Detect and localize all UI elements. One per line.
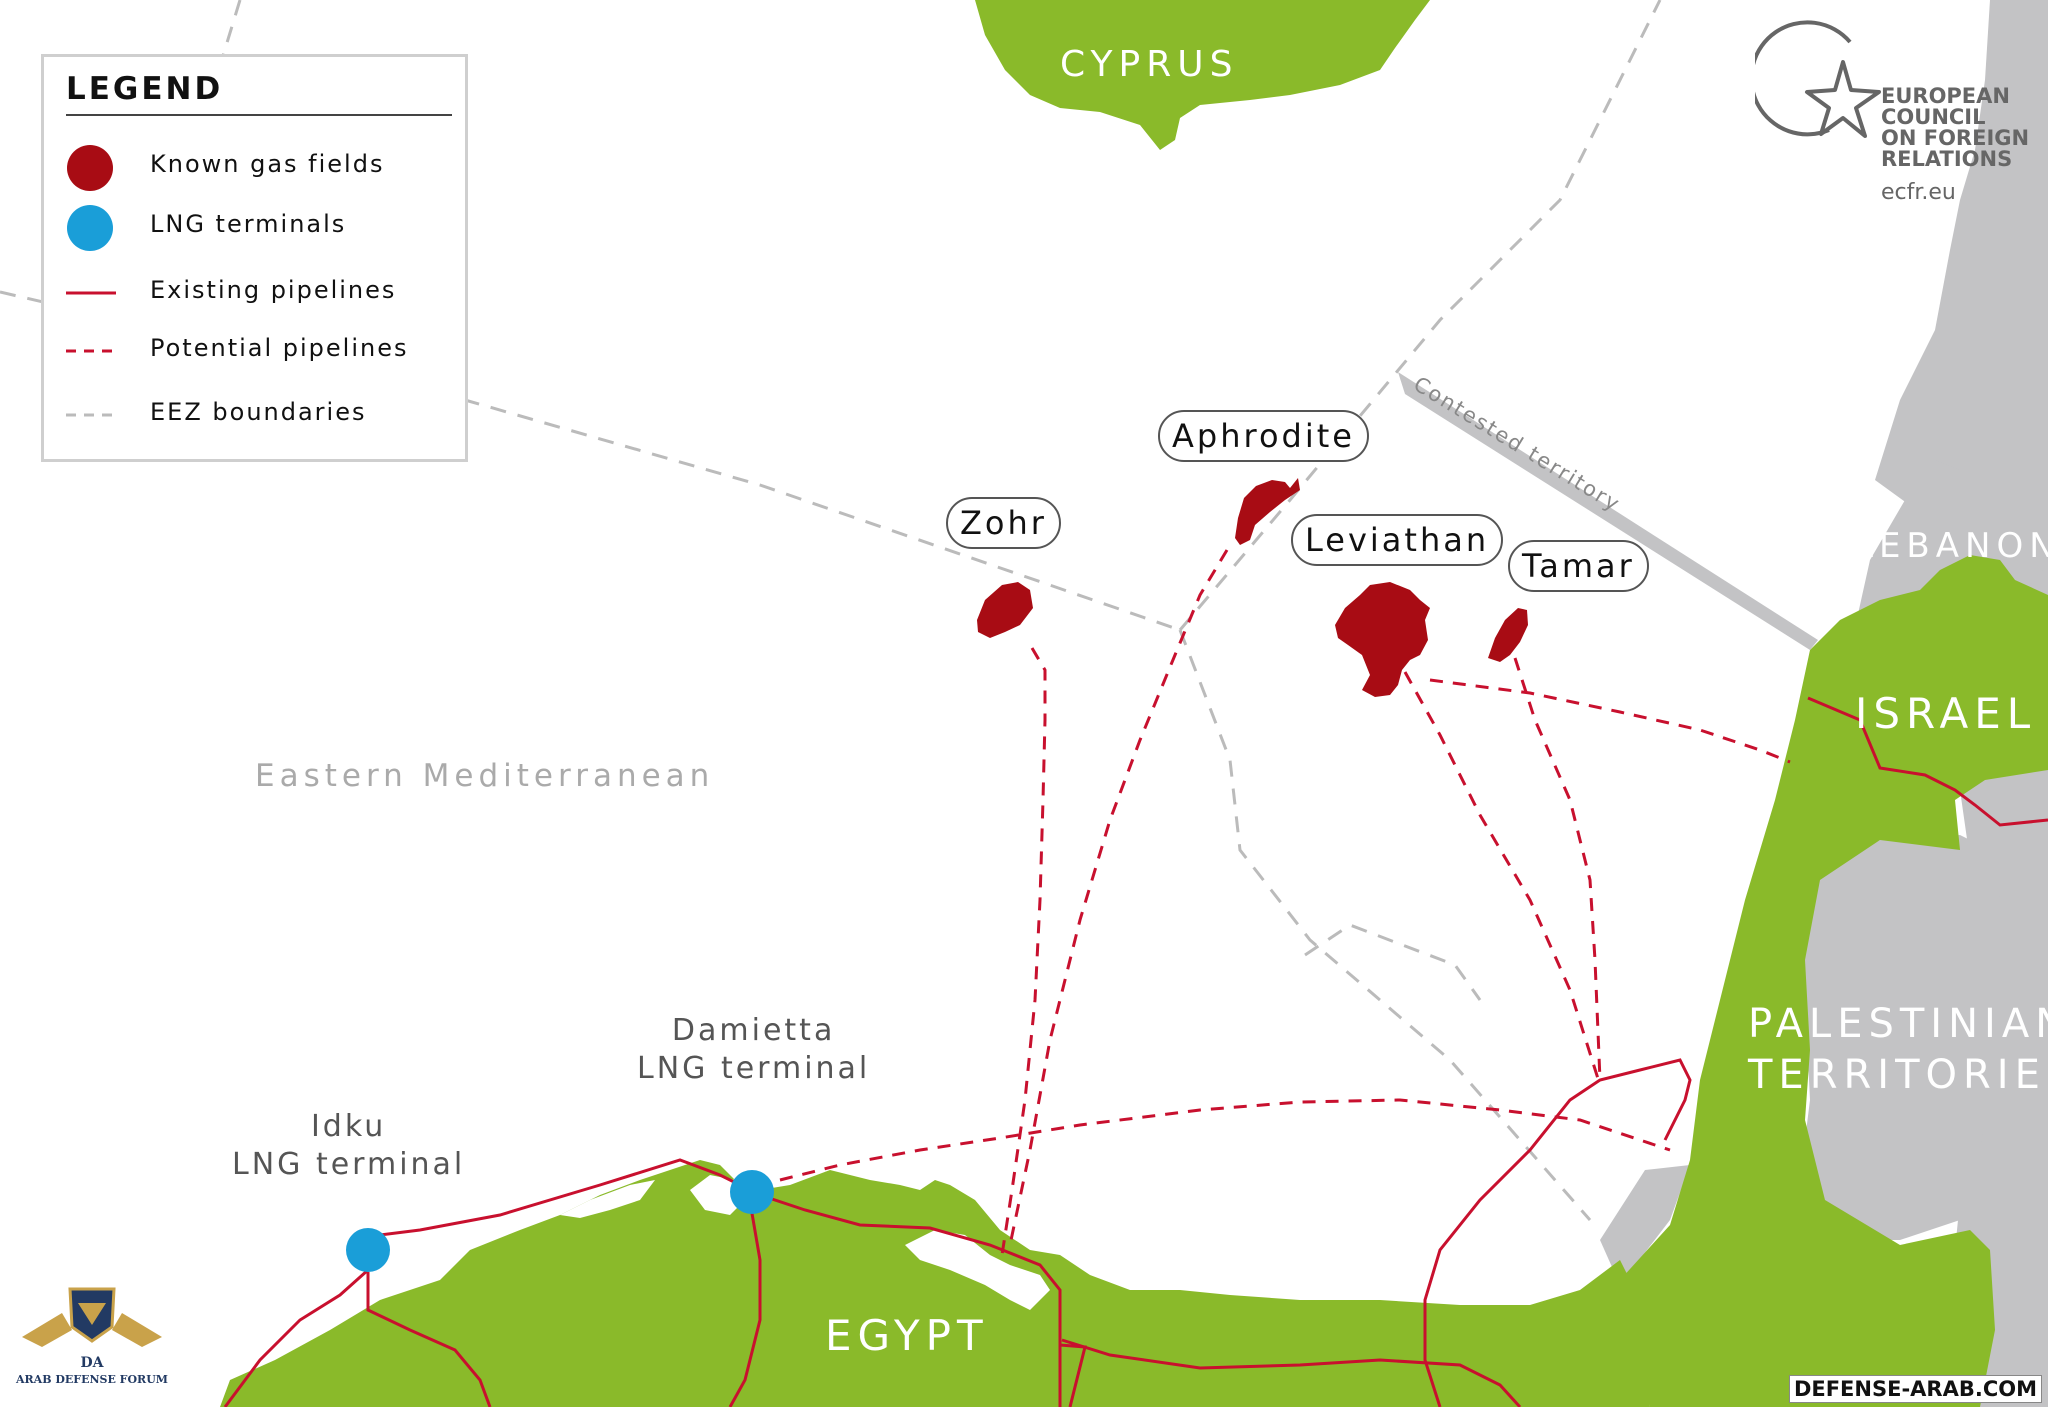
neighbor-land-gaza: [1600, 1165, 1690, 1285]
sea-label: Eastern Mediterranean: [255, 758, 715, 794]
ecfr-logo: EUROPEAN COUNCIL ON FOREIGN RELATIONS ec…: [1755, 12, 2029, 205]
legend-divider: [66, 114, 452, 116]
solid-line-icon: [66, 291, 116, 295]
label-contested: Contested territory: [1409, 372, 1625, 517]
legend-item-label: Known gas fields: [150, 150, 385, 178]
label-lebanon: LEBANON: [1854, 526, 2048, 566]
ecfr-star-icon: [1755, 20, 1881, 138]
legend: LEGEND Known gas fields LNG terminals Ex…: [41, 54, 468, 462]
land-egypt: [220, 1160, 1650, 1407]
label-cyprus: CYPRUS: [1060, 44, 1238, 85]
legend-item-gas-fields: Known gas fields: [44, 142, 465, 192]
legend-item-eez: EEZ boundaries: [44, 390, 465, 440]
gas-field-tamar: [1488, 608, 1528, 662]
lake-manzala: [905, 1230, 1050, 1310]
legend-title: LEGEND: [66, 71, 224, 107]
label-egypt: EGYPT: [825, 1311, 989, 1360]
svg-text:ARAB DEFENSE FORUM: ARAB DEFENSE FORUM: [15, 1373, 168, 1386]
legend-item-potential: Potential pipelines: [44, 326, 465, 376]
svg-text:DA: DA: [80, 1355, 104, 1371]
ecfr-name: EUROPEAN COUNCIL ON FOREIGN RELATIONS: [1881, 84, 2030, 171]
arab-defense-forum-logo-icon: DA ARAB DEFENSE FORUM: [15, 1287, 168, 1386]
terminal-label-damietta: Damietta LNG terminal: [637, 1012, 870, 1088]
dashed-line-icon: [66, 349, 116, 353]
existing-pipelines: [223, 696, 2048, 1407]
terminal-type: LNG terminal: [637, 1051, 871, 1086]
terminal-name: Damietta: [671, 1013, 836, 1048]
ecfr-url: ecfr.eu: [1881, 180, 1956, 205]
gas-field-symbol-icon: [66, 142, 116, 192]
terminal-name: Idku: [310, 1109, 387, 1144]
watermark-site: DEFENSE-ARAB.COM: [1788, 1375, 2042, 1403]
terminal-type: LNG terminal: [232, 1147, 466, 1182]
terminal-label-idku: Idku LNG terminal: [232, 1108, 465, 1184]
label-israel: ISRAEL: [1855, 689, 2036, 738]
legend-item-label: Potential pipelines: [150, 334, 409, 362]
lake-idku: [560, 1180, 655, 1218]
neighbor-land-palestinian: [1800, 835, 2010, 1240]
field-label-zohr: Zohr: [946, 497, 1061, 549]
lng-terminal-damietta: [730, 1170, 774, 1214]
legend-item-label: Existing pipelines: [150, 276, 397, 304]
legend-item-label: LNG terminals: [150, 210, 347, 238]
field-label-aphrodite: Aphrodite: [1158, 410, 1369, 462]
gas-field-zohr: [977, 582, 1033, 638]
legend-item-lng: LNG terminals: [44, 202, 465, 252]
label-territories: TERRITORIES: [1747, 1052, 2048, 1098]
land-cyprus: [975, 0, 1430, 150]
potential-pipelines: [779, 549, 1791, 1256]
field-label-leviathan: Leviathan: [1291, 514, 1504, 566]
gas-fields: [977, 478, 1528, 697]
contested-territory: [1398, 372, 1818, 650]
legend-item-label: EEZ boundaries: [150, 398, 367, 426]
lng-terminal-symbol-icon: [66, 202, 116, 252]
field-label-tamar: Tamar: [1508, 540, 1649, 592]
eez-line-icon: [66, 413, 116, 417]
gas-field-leviathan: [1335, 582, 1430, 697]
land-israel: [1620, 555, 2048, 1407]
legend-item-existing: Existing pipelines: [44, 268, 465, 318]
gas-field-aphrodite: [1235, 478, 1300, 545]
lng-terminal-idku: [346, 1228, 390, 1272]
label-palestinian: PALESTINIAN: [1748, 1001, 2048, 1047]
